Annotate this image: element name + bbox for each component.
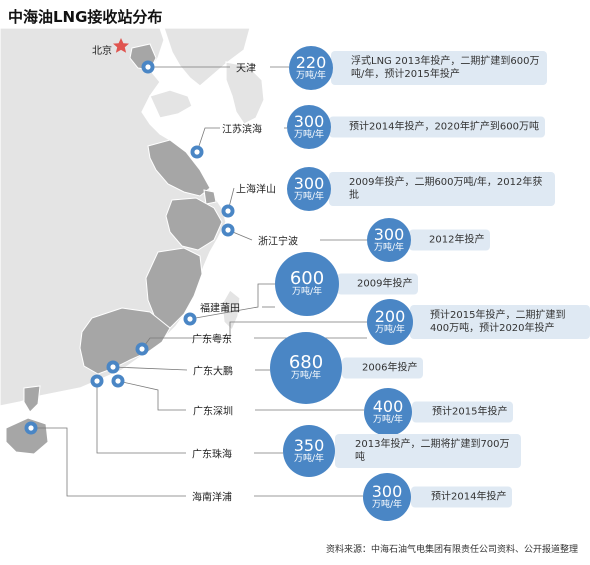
station-marker-icon[interactable]	[190, 145, 204, 159]
station-note: 2012年投产	[409, 229, 491, 251]
capacity-unit: 万吨/年	[291, 287, 323, 297]
source-note: 资料来源：中海石油气电集团有限责任公司资料、公开报道整理	[325, 545, 578, 555]
land-northeast	[163, 27, 251, 87]
connector-yangpu	[31, 427, 186, 497]
land-shandong	[149, 89, 193, 119]
connector-jiangsu	[196, 127, 220, 153]
capacity-unit: 万吨/年	[373, 243, 405, 253]
station-note: 预计2014年投产	[411, 486, 513, 508]
capacity-value: 300	[293, 112, 325, 131]
station-label: 广东大鹏	[193, 366, 233, 378]
station-note: 预计2014年投产，2020年扩产到600万吨	[329, 116, 545, 138]
connector-yuedong	[141, 321, 367, 350]
province-jiangsu	[147, 139, 211, 197]
map-title: 中海油LNG接收站分布	[8, 8, 163, 26]
capacity-unit: 万吨/年	[293, 192, 325, 202]
station-note: 浮式LNG 2013年投产，二期扩建到600万吨/年，预计2015年投产	[331, 51, 547, 85]
land-taiwan	[221, 289, 241, 332]
capacity-value: 600	[289, 268, 325, 289]
station-note: 2009年投产	[337, 273, 419, 295]
station-label: 江苏滨海	[222, 124, 262, 136]
province-shanghai	[203, 189, 217, 205]
capacity-value: 400	[372, 397, 404, 416]
beijing-star-icon	[113, 38, 129, 53]
province-fujian	[145, 247, 203, 329]
station-label: 广东深圳	[193, 406, 233, 418]
station-label: 广东粤东	[192, 334, 232, 346]
capacity-value: 350	[293, 436, 325, 455]
station-marker-icon[interactable]	[24, 421, 38, 435]
capacity-unit: 万吨/年	[293, 454, 325, 464]
capacity-value: 200	[374, 307, 406, 326]
province-zhejiang	[165, 197, 223, 251]
station-marker-icon[interactable]	[221, 223, 235, 237]
capacity-unit: 万吨/年	[374, 325, 406, 335]
capacity-value: 680	[288, 352, 324, 373]
station-note: 2009年投产，二期600万吨/年，2012年获批	[329, 172, 555, 206]
station-note: 预计2015年投产，二期扩建到400万吨，预计2020年投产	[410, 305, 590, 339]
capacity-value: 220	[295, 53, 327, 72]
station-label: 海南洋浦	[192, 492, 232, 504]
station-marker-icon[interactable]	[141, 60, 155, 74]
station-note: 2013年投产，二期将扩建到700万吨	[335, 434, 521, 468]
connector-shenzhen	[117, 380, 186, 411]
station-note: 预计2015年投产	[412, 401, 514, 423]
connector-putian	[189, 283, 275, 320]
station-label: 上海洋山	[236, 184, 276, 196]
station-marker-icon[interactable]	[111, 374, 125, 388]
province-hainan	[5, 417, 49, 455]
capacity-unit: 万吨/年	[290, 371, 322, 381]
province-guangdong	[79, 307, 171, 375]
station-label: 广东珠海	[192, 449, 232, 461]
station-marker-icon[interactable]	[135, 342, 149, 356]
station-note: 2006年投产	[342, 357, 424, 379]
station-label: 天津	[236, 63, 256, 75]
capacity-value: 300	[293, 174, 325, 193]
station-marker-icon[interactable]	[106, 360, 120, 374]
station-marker-icon[interactable]	[221, 204, 235, 218]
land-korea	[225, 61, 265, 125]
capacity-unit: 万吨/年	[371, 500, 403, 510]
capacity-unit: 万吨/年	[295, 71, 327, 81]
station-label: 福建莆田	[200, 303, 240, 315]
connector-dapeng	[112, 366, 188, 371]
capacity-unit: 万吨/年	[293, 130, 325, 140]
capacity-value: 300	[373, 225, 405, 244]
capacity-value: 300	[371, 482, 403, 501]
station-marker-icon[interactable]	[90, 374, 104, 388]
station-marker-icon[interactable]	[183, 312, 197, 326]
station-label: 浙江宁波	[258, 236, 298, 248]
connector-zhuhai	[96, 381, 186, 454]
beijing-label: 北京	[92, 46, 112, 57]
capacity-unit: 万吨/年	[372, 415, 404, 425]
land-leizhou	[23, 385, 41, 413]
